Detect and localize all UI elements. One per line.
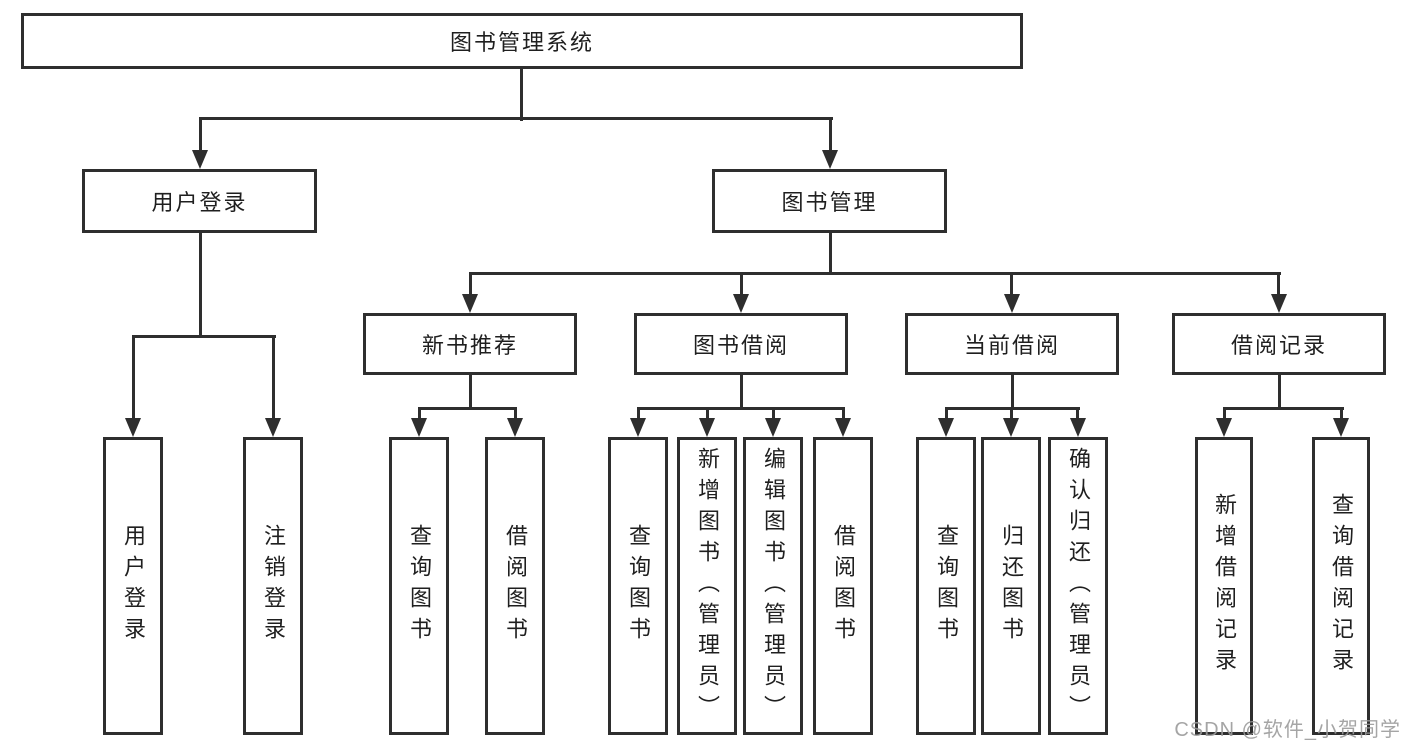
connector-line — [1010, 407, 1013, 421]
leaf-borrow-books-recommend-label: 借阅图书 — [503, 524, 528, 648]
node-borrow-records: 借阅记录 — [1172, 313, 1386, 375]
leaf-query-borrow-record-label: 查询借阅记录 — [1329, 493, 1354, 679]
arrowhead-down-icon — [822, 150, 838, 169]
connector-line — [132, 335, 135, 420]
leaf-add-borrow-record: 新增借阅记录 — [1195, 437, 1253, 735]
connector-line — [469, 272, 472, 296]
connector-line — [1010, 272, 1013, 296]
arrowhead-down-icon — [507, 418, 523, 437]
connector-line — [637, 407, 640, 421]
arrowhead-down-icon — [1216, 418, 1232, 437]
arrowhead-down-icon — [765, 418, 781, 437]
connector-line — [1011, 375, 1014, 410]
arrowhead-down-icon — [265, 418, 281, 437]
leaf-confirm-return-admin-label: 确认归还（管理员） — [1066, 446, 1091, 726]
connector-line — [272, 335, 275, 420]
connector-line — [772, 407, 775, 421]
arrowhead-down-icon — [1271, 294, 1287, 313]
connector-line — [829, 117, 832, 153]
connector-line — [1223, 407, 1344, 410]
connector-line — [945, 407, 948, 421]
connector-line — [1223, 407, 1226, 421]
connector-line — [199, 233, 202, 338]
arrowhead-down-icon — [1333, 418, 1349, 437]
connector-line — [514, 407, 517, 421]
node-user-login: 用户登录 — [82, 169, 317, 233]
arrowhead-down-icon — [125, 418, 141, 437]
leaf-logout-label: 注销登录 — [261, 524, 286, 648]
leaf-borrow-books-recommend: 借阅图书 — [485, 437, 545, 735]
connector-line — [1278, 375, 1281, 410]
arrowhead-down-icon — [462, 294, 478, 313]
connector-line — [469, 375, 472, 410]
connector-line — [469, 272, 1281, 275]
arrowhead-down-icon — [411, 418, 427, 437]
leaf-logout: 注销登录 — [243, 437, 303, 735]
leaf-add-books-admin-label: 新增图书（管理员） — [695, 446, 720, 726]
leaf-add-books-admin: 新增图书（管理员） — [677, 437, 737, 735]
leaf-query-books-recommend-label: 查询图书 — [407, 524, 432, 648]
leaf-edit-books-admin-label: 编辑图书（管理员） — [761, 446, 786, 726]
connector-line — [199, 117, 202, 153]
leaf-edit-books-admin: 编辑图书（管理员） — [743, 437, 803, 735]
connector-line — [740, 272, 743, 296]
connector-line — [1076, 407, 1079, 421]
connector-line — [418, 407, 421, 421]
node-current-borrow: 当前借阅 — [905, 313, 1119, 375]
leaf-query-books-current: 查询图书 — [916, 437, 976, 735]
arrowhead-down-icon — [1003, 418, 1019, 437]
arrowhead-down-icon — [192, 150, 208, 169]
leaf-borrow-books: 借阅图书 — [813, 437, 873, 735]
connector-line — [1277, 272, 1280, 296]
arrowhead-down-icon — [733, 294, 749, 313]
connector-line — [520, 69, 523, 121]
connector-line — [418, 407, 517, 410]
connector-line — [706, 407, 709, 421]
csdn-watermark: CSDN @软件_小贺同学 — [1174, 719, 1401, 741]
leaf-return-books: 归还图书 — [981, 437, 1041, 735]
connector-line — [132, 335, 276, 338]
leaf-query-borrow-record: 查询借阅记录 — [1312, 437, 1370, 735]
arrowhead-down-icon — [630, 418, 646, 437]
leaf-query-books-recommend: 查询图书 — [389, 437, 449, 735]
leaf-query-books-current-label: 查询图书 — [934, 524, 959, 648]
node-new-book-recommend: 新书推荐 — [363, 313, 577, 375]
leaf-return-books-label: 归还图书 — [999, 524, 1024, 648]
leaf-user-login-label: 用户登录 — [121, 524, 146, 648]
leaf-query-books-borrow-label: 查询图书 — [626, 524, 651, 648]
node-book-management: 图书管理 — [712, 169, 947, 233]
node-root: 图书管理系统 — [21, 13, 1023, 69]
connector-line — [842, 407, 845, 421]
node-book-borrow: 图书借阅 — [634, 313, 848, 375]
arrowhead-down-icon — [1070, 418, 1086, 437]
connector-line — [1340, 407, 1343, 421]
connector-line — [637, 407, 845, 410]
leaf-query-books-borrow: 查询图书 — [608, 437, 668, 735]
arrowhead-down-icon — [835, 418, 851, 437]
leaf-user-login: 用户登录 — [103, 437, 163, 735]
arrowhead-down-icon — [938, 418, 954, 437]
leaf-add-borrow-record-label: 新增借阅记录 — [1212, 493, 1237, 679]
leaf-borrow-books-label: 借阅图书 — [831, 524, 856, 648]
arrowhead-down-icon — [699, 418, 715, 437]
connector-line — [740, 375, 743, 410]
arrowhead-down-icon — [1004, 294, 1020, 313]
leaf-confirm-return-admin: 确认归还（管理员） — [1048, 437, 1108, 735]
connector-line — [829, 233, 832, 275]
connector-line — [199, 117, 833, 120]
